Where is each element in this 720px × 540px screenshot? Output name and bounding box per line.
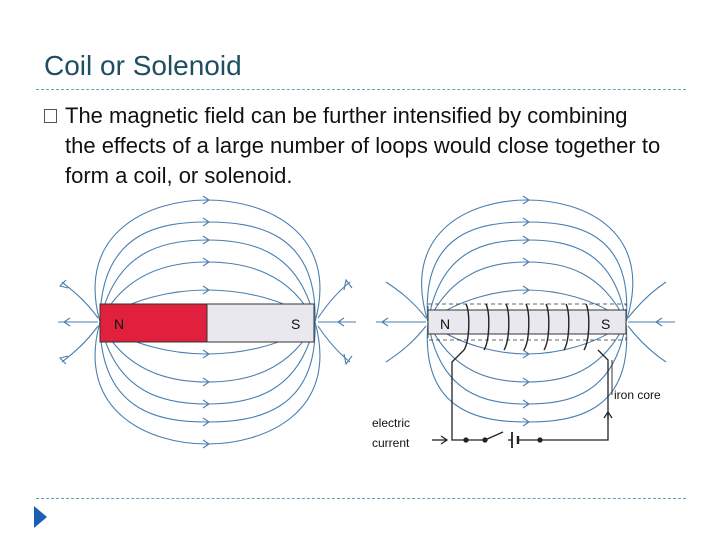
solenoid: N S [427, 303, 627, 351]
bar-magnet-field-arrows [58, 195, 353, 449]
solenoid-coil-turns [463, 303, 590, 351]
electric-current-label-line1: electric [372, 416, 410, 430]
solenoid-field-lines [376, 199, 675, 423]
magnet-north-pole [99, 303, 208, 343]
magnet-south-pole [206, 303, 315, 343]
electric-current-label-line2: current [372, 436, 410, 450]
slide-title: Coil or Solenoid [44, 50, 242, 81]
square-bullet-icon [44, 109, 57, 123]
solenoid-north-label: N [440, 316, 450, 332]
solenoid-south-label: S [601, 316, 610, 332]
play-triangle-icon[interactable] [34, 506, 47, 528]
solenoid-field-arrows [381, 195, 663, 427]
title-divider [36, 89, 686, 90]
bullet-text: The magnetic field can be further intens… [65, 103, 661, 188]
bullet-item: The magnetic field can be further intens… [44, 101, 664, 191]
footer-divider [36, 498, 686, 499]
bar-magnet-field-lines [58, 199, 356, 445]
circuit-wiring [432, 349, 613, 448]
iron-core-label: iron core [614, 388, 661, 402]
bar-magnet: N S [99, 303, 315, 343]
iron-core [427, 309, 627, 335]
magnet-north-label: N [114, 316, 124, 332]
magnet-south-label: S [291, 316, 300, 332]
